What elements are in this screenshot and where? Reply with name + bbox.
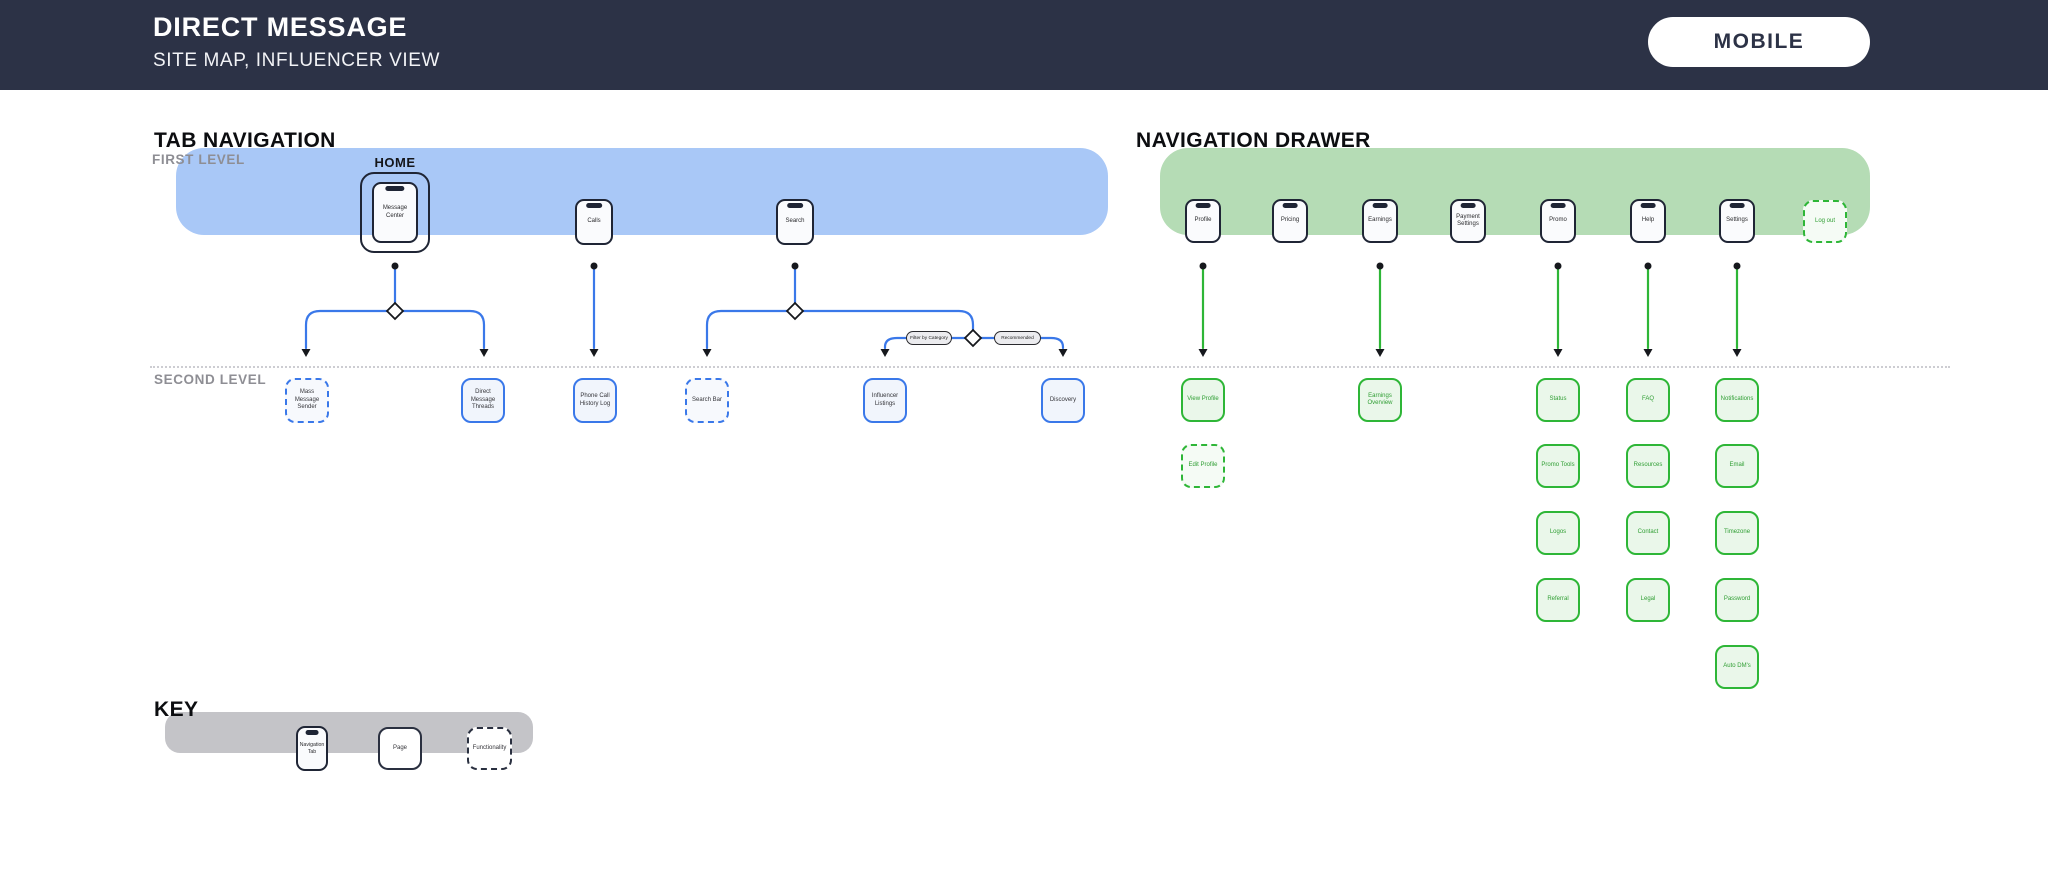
key-title: KEY <box>154 698 199 721</box>
phone-notch-icon <box>1372 203 1388 208</box>
phone-notch-icon <box>586 203 602 208</box>
tab-phone-message-center[interactable]: Message Center <box>372 182 418 243</box>
page-node-direct-message-threads[interactable]: Direct Message Threads <box>461 378 505 423</box>
level-separator <box>150 366 1950 368</box>
connector-dots <box>391 262 1741 270</box>
second-level-label: SECOND LEVEL <box>154 372 267 387</box>
drawer-phone-profile[interactable]: Profile <box>1185 199 1221 243</box>
decision-pill-filter-by-category[interactable]: Filter by Category <box>906 331 952 345</box>
active-tab-home-label: HOME <box>374 155 416 170</box>
drawer-page-faq[interactable]: FAQ <box>1626 378 1670 422</box>
drawer-page-resources[interactable]: Resources <box>1626 444 1670 488</box>
drawer-page-status[interactable]: Status <box>1536 378 1580 422</box>
drawer-phone-label: Help <box>1641 217 1655 224</box>
tab-phone-calls[interactable]: Calls <box>575 199 613 245</box>
drawer-page-referral[interactable]: Referral <box>1536 578 1580 622</box>
phone-notch-icon <box>1550 203 1566 208</box>
app-header: DIRECT MESSAGE SITE MAP, INFLUENCER VIEW… <box>0 0 2048 90</box>
page-node-search-bar[interactable]: Search Bar <box>685 378 729 423</box>
drawer-page-promo-tools[interactable]: Promo Tools <box>1536 444 1580 488</box>
navigation-drawer-title: NAVIGATION DRAWER <box>1136 129 1371 152</box>
drawer-page-email[interactable]: Email <box>1715 444 1759 488</box>
phone-notch-icon <box>1195 203 1211 208</box>
tab-navigation-band <box>176 148 1108 235</box>
drawer-phone-label: Pricing <box>1280 217 1300 224</box>
phone-notch-icon <box>1729 203 1745 208</box>
phone-notch-icon <box>1282 203 1298 208</box>
drawer-page-auto-dms[interactable]: Auto DM's <box>1715 645 1759 689</box>
drawer-page-logos[interactable]: Logos <box>1536 511 1580 555</box>
drawer-connectors <box>1201 264 1739 350</box>
tab-phone-search[interactable]: Search <box>776 199 814 245</box>
drawer-page-edit-profile[interactable]: Edit Profile <box>1181 444 1225 488</box>
drawer-page-timezone[interactable]: Timezone <box>1715 511 1759 555</box>
decision-pill-recommended[interactable]: Recommended <box>994 331 1041 345</box>
page-node-influencer-listings[interactable]: Influencer Listings <box>863 378 907 423</box>
drawer-page-contact[interactable]: Contact <box>1626 511 1670 555</box>
navigation-drawer-band <box>1160 148 1870 235</box>
drawer-phone-label: Promo <box>1549 217 1567 224</box>
tab-phone-label: Search <box>785 218 805 225</box>
tab-navigation-title: TAB NAVIGATION <box>154 129 336 152</box>
tab-phone-label: Calls <box>587 218 601 225</box>
page-node-discovery[interactable]: Discovery <box>1041 378 1085 423</box>
drawer-page-earnings-overview[interactable]: Earnings Overview <box>1358 378 1402 422</box>
tab-phone-label: Message Center <box>382 205 408 219</box>
page-node-mass-message-sender[interactable]: Mass Message Sender <box>285 378 329 423</box>
drawer-phone-label: Profile <box>1194 217 1212 224</box>
key-item-page: Page <box>378 727 422 770</box>
phone-notch-icon <box>1640 203 1656 208</box>
drawer-phone-pricing[interactable]: Pricing <box>1272 199 1308 243</box>
drawer-phone-label: Settings <box>1726 217 1748 224</box>
tab-home-active-ring[interactable]: Message Center <box>360 172 430 253</box>
drawer-page-password[interactable]: Password <box>1715 578 1759 622</box>
drawer-phone-settings[interactable]: Settings <box>1719 199 1755 243</box>
drawer-node-log-out[interactable]: Log out <box>1803 200 1847 243</box>
phone-notch-icon <box>787 203 803 208</box>
page-node-phone-call-history-log[interactable]: Phone Call History Log <box>573 378 617 423</box>
device-badge-mobile[interactable]: MOBILE <box>1648 17 1870 67</box>
page-title: DIRECT MESSAGE <box>153 12 408 42</box>
drawer-page-notifications[interactable]: Notifications <box>1715 378 1759 422</box>
drawer-phone-promo[interactable]: Promo <box>1540 199 1576 243</box>
key-item-functionality: Functionality <box>467 727 512 770</box>
phone-notch-icon <box>1460 203 1476 208</box>
connector-arrows <box>301 349 1742 357</box>
drawer-page-view-profile[interactable]: View Profile <box>1181 378 1225 422</box>
key-item-label: Navigation Tab <box>299 742 325 755</box>
drawer-phone-earnings[interactable]: Earnings <box>1362 199 1398 243</box>
key-item-navigation-tab: Navigation Tab <box>296 726 328 771</box>
drawer-phone-label: Payment Settings <box>1456 213 1480 227</box>
drawer-page-legal[interactable]: Legal <box>1626 578 1670 622</box>
page-subtitle: SITE MAP, INFLUENCER VIEW <box>153 50 441 71</box>
phone-notch-icon <box>305 730 319 735</box>
drawer-phone-help[interactable]: Help <box>1630 199 1666 243</box>
first-level-label: FIRST LEVEL <box>152 152 245 167</box>
decision-diamond-icons <box>385 301 983 348</box>
drawer-phone-label: Earnings <box>1368 217 1392 224</box>
drawer-phone-payment-settings[interactable]: Payment Settings <box>1450 199 1486 243</box>
phone-notch-icon <box>385 186 405 191</box>
